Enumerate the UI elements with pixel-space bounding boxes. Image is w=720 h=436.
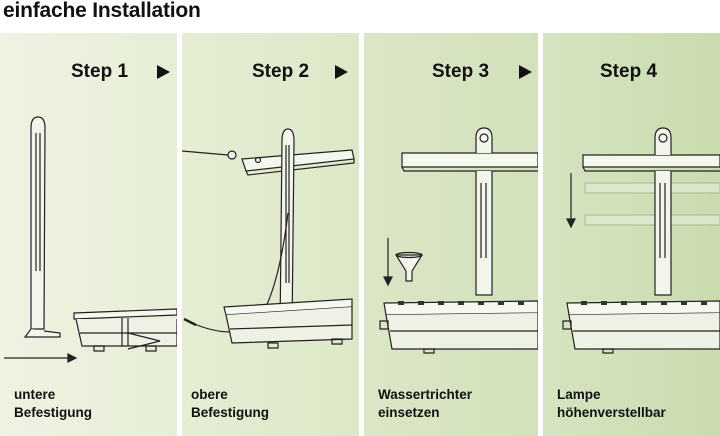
page-title: einfache Installation bbox=[3, 0, 201, 22]
step-2-heading: Step 2 bbox=[252, 61, 310, 82]
step-2-illustration bbox=[182, 33, 359, 436]
step-4-heading: Step 4 bbox=[600, 61, 658, 82]
step-1-heading: Step 1 bbox=[71, 61, 129, 82]
step-2-panel: Step 2 obere Befestigung bbox=[182, 33, 359, 436]
step-4-label: Lampe höhenverstellbar bbox=[557, 387, 666, 420]
step-3-illustration bbox=[364, 33, 538, 436]
step-3-heading: Step 3 bbox=[432, 61, 490, 82]
step-3-panel: Step 3 bbox=[364, 33, 538, 436]
play-arrow-icon bbox=[519, 65, 532, 79]
step-1-panel: Step 1 untere Befestigung bbox=[0, 33, 177, 436]
step-4-panel: Step 4 bbox=[543, 33, 720, 436]
step-1-illustration bbox=[0, 33, 177, 436]
steps-row: Step 1 untere Befestigung Step 2 bbox=[0, 33, 720, 436]
step-2-label: obere Befestigung bbox=[191, 387, 270, 420]
step-4-illustration bbox=[543, 33, 720, 436]
step-3-label: Wassertrichter einsetzen bbox=[378, 387, 473, 420]
play-arrow-icon bbox=[157, 65, 170, 79]
play-arrow-icon bbox=[335, 65, 348, 79]
step-1-label: untere Befestigung bbox=[14, 387, 93, 420]
